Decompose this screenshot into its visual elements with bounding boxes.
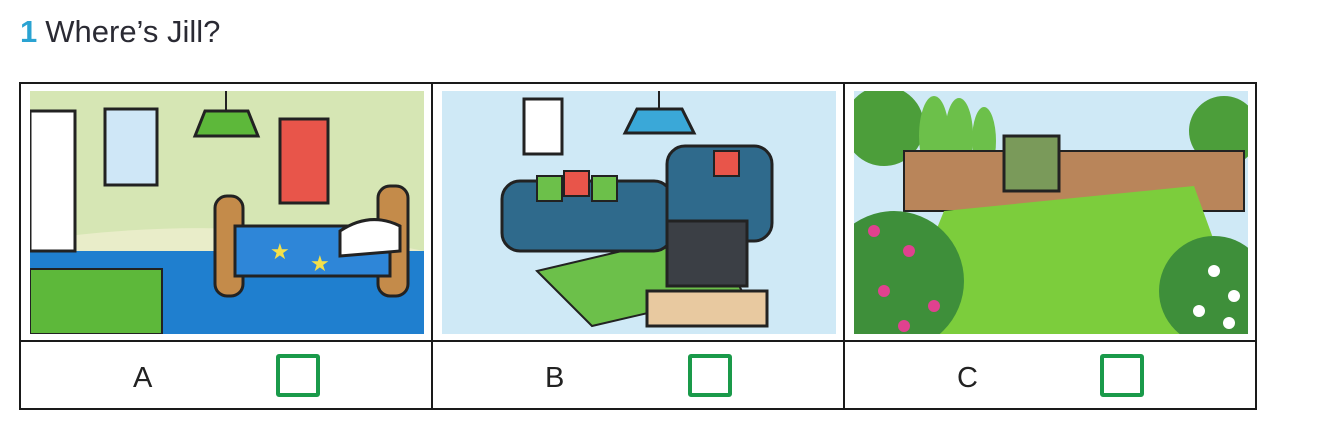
question-text: Where’s Jill?	[45, 14, 221, 49]
option-b-letter: B	[545, 362, 565, 394]
svg-text:★: ★	[270, 239, 290, 264]
question-number: 1	[20, 14, 38, 49]
option-b-picture[interactable]	[431, 82, 845, 342]
option-c-row: C	[843, 340, 1257, 410]
option-a-checkbox[interactable]	[276, 354, 320, 397]
living-room-image	[442, 91, 836, 334]
garden-image	[854, 91, 1248, 334]
answer-table: ★ ★	[19, 82, 1257, 410]
bedroom-image: ★ ★	[30, 91, 424, 334]
option-a-row: A	[19, 340, 433, 410]
option-a-picture[interactable]: ★ ★	[19, 82, 433, 342]
option-b-checkbox[interactable]	[688, 354, 732, 397]
svg-text:★: ★	[310, 251, 330, 276]
option-c-letter: C	[957, 362, 978, 394]
option-c-checkbox[interactable]	[1100, 354, 1144, 397]
option-b-row: B	[431, 340, 845, 410]
option-c-picture[interactable]	[843, 82, 1257, 342]
option-a-letter: A	[133, 362, 153, 394]
